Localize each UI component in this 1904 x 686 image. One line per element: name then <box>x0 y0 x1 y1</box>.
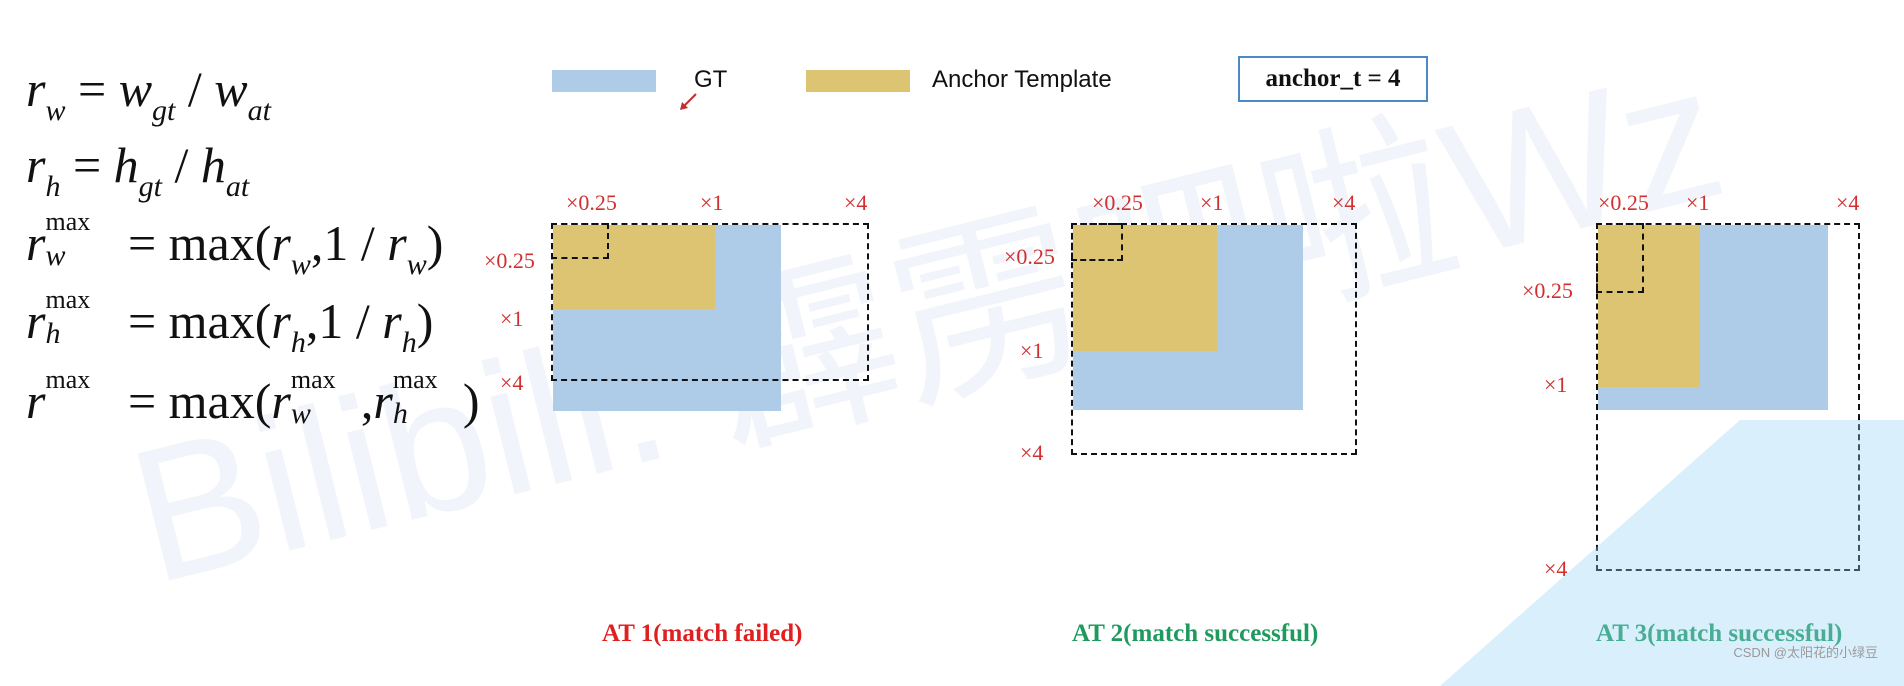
label-one-top: ×1 <box>1686 190 1710 215</box>
label-quarter-top: ×0.25 <box>1598 190 1649 215</box>
caption-at2: AT 2(match successful) <box>1072 620 1319 647</box>
label-quarter-top: ×0.25 <box>1092 190 1143 215</box>
scale-box-four <box>1071 223 1357 455</box>
label-four-top: ×4 <box>1836 190 1860 215</box>
formula-rw: rw = wgt / wat <box>26 61 271 127</box>
anchor-template-box <box>1598 225 1700 387</box>
label-one-left: ×1 <box>1544 372 1568 397</box>
scale-box-four <box>551 223 869 381</box>
label-four-left: ×4 <box>500 370 524 395</box>
label-one-top: ×1 <box>700 190 724 215</box>
label-one-left: ×1 <box>500 306 524 331</box>
label-quarter-top: ×0.25 <box>566 190 617 215</box>
anchor-template-box <box>1073 225 1217 351</box>
label-one-top: ×1 <box>1200 190 1224 215</box>
label-four-left: ×4 <box>1020 440 1044 465</box>
label-four-top: ×4 <box>1332 190 1356 215</box>
caption-at3: AT 3(match successful) <box>1596 620 1842 648</box>
caption-at1: AT 1(match failed) <box>602 620 803 647</box>
anchor-template-legend-label: Anchor Template <box>932 66 1112 93</box>
anchor-t-box: anchor_t = 4 <box>1238 56 1428 102</box>
csdn-credit: CSDN @太阳花的小绿豆 <box>1733 645 1878 660</box>
label-quarter-left: ×0.25 <box>1522 278 1573 303</box>
anchor-template-legend-swatch <box>806 70 910 92</box>
label-four-top: ×4 <box>844 190 868 215</box>
scale-box-four <box>1596 223 1860 571</box>
decorative-triangle <box>1440 420 1904 686</box>
anchor-template-box <box>553 225 715 309</box>
gt-legend-swatch <box>552 70 656 92</box>
cursor-arrow-icon <box>680 93 697 110</box>
gt-legend-label: GT <box>694 66 728 93</box>
label-quarter-left: ×0.25 <box>484 248 535 273</box>
label-one-left: ×1 <box>1020 338 1044 363</box>
label-four-left: ×4 <box>1544 556 1568 581</box>
label-quarter-left: ×0.25 <box>1004 244 1055 269</box>
formula-rh: rh = hgt / hat <box>26 137 250 203</box>
